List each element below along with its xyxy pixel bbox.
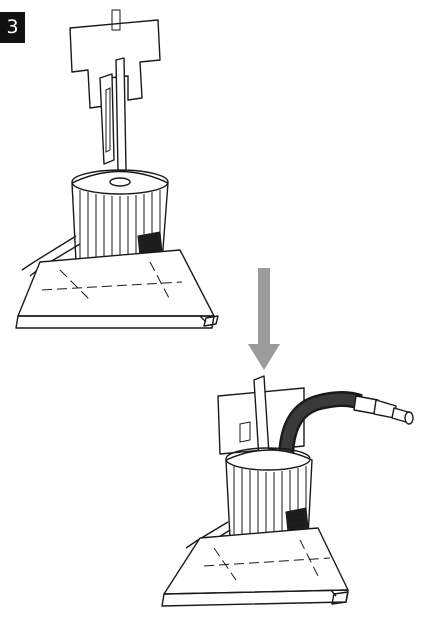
step-number-badge: 3 xyxy=(0,12,25,43)
arrow-down-icon xyxy=(248,268,280,370)
mounting-bracket-plate xyxy=(69,9,161,173)
upper-square-trim xyxy=(15,249,215,329)
upper-heatsink xyxy=(71,169,169,269)
lower-square-trim xyxy=(161,527,349,607)
lower-heatsink xyxy=(225,447,313,545)
bottom-figure xyxy=(161,375,414,607)
power-cable xyxy=(278,391,414,461)
top-figure xyxy=(15,9,219,329)
